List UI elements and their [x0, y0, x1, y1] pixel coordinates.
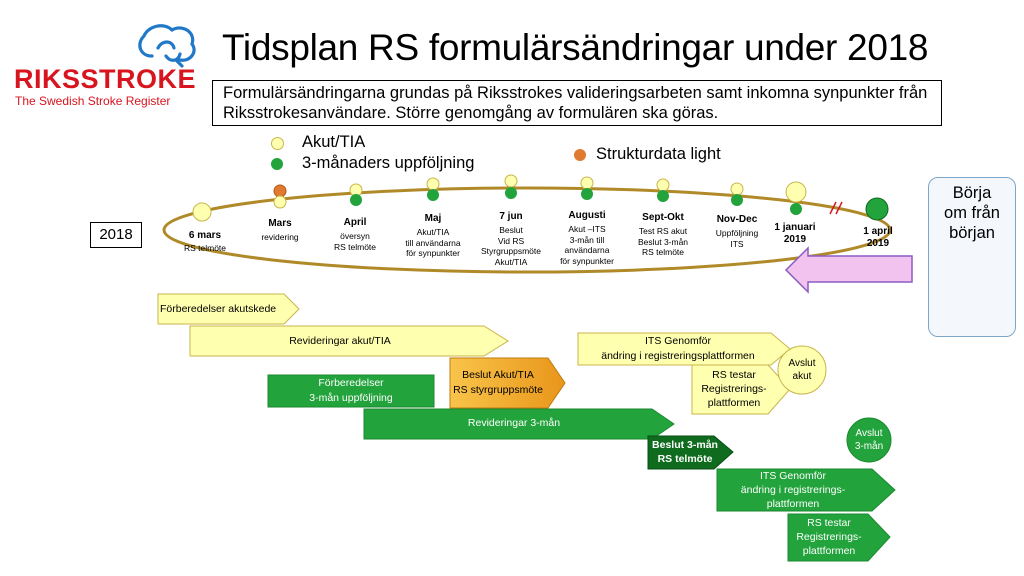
page-title: Tidsplan RS formulärsändringar under 201… — [222, 27, 929, 68]
milestone-marker — [192, 202, 212, 222]
milestone-marker — [350, 194, 362, 206]
task-arrow-shape — [647, 435, 734, 470]
milestone-marker — [580, 176, 594, 190]
brain-icon — [138, 24, 196, 68]
milestone-marker — [505, 187, 517, 199]
milestone-sub: Test RS akut Beslut 3-mån RS telmöte — [637, 226, 689, 257]
task-label: Revideringar 3-mån — [467, 417, 561, 429]
legend-marker-3man — [271, 158, 283, 170]
intro-text: Formulärsändringarna grundas på Riksstro… — [212, 80, 942, 126]
milestone-sub: Akut/TIA till användarna för synpunkter — [405, 227, 461, 258]
milestone-sub: Uppföljning ITS — [715, 228, 759, 249]
milestone-sub: översyn RS telmöte — [333, 231, 377, 252]
milestone-marker — [785, 181, 807, 203]
task-arrow-shape — [691, 364, 791, 415]
task-arrow-shape — [716, 468, 896, 512]
task-arrow-shape — [577, 332, 791, 366]
milestone-markers — [192, 174, 889, 222]
legend-marker-akut — [271, 137, 284, 150]
milestone-head: April — [343, 217, 367, 228]
milestone-head: Augusti — [568, 210, 606, 221]
task-arrow-shape — [787, 513, 891, 562]
milestone-sub: RS telmöte — [183, 243, 227, 253]
riksstroke-logo: RIKSSTROKE The Swedish Stroke Register — [12, 18, 202, 118]
milestone-head: 1 januari 2019 — [774, 222, 816, 245]
milestone-sub: Akut –ITS 3-mån till användarna för synp… — [560, 224, 614, 266]
timeline-ellipse — [162, 186, 892, 274]
legend-label-struktur: Strukturdata light — [596, 145, 721, 163]
milestone-marker — [581, 188, 593, 200]
milestone-marker — [790, 203, 802, 215]
task-label: Förberedelser 3-mån uppföljning — [309, 377, 393, 404]
task-label: RS testar Registrerings- plattformen — [796, 517, 862, 557]
task-label: Revideringar akut/TIA — [289, 335, 391, 347]
milestone-head: 7 jun — [499, 211, 523, 222]
year-label: 2018 — [90, 222, 142, 248]
milestone-marker — [657, 190, 669, 202]
legend-label-akut: Akut/TIA — [302, 133, 366, 151]
milestone-marker — [865, 197, 889, 221]
milestone-marker — [273, 184, 287, 198]
task-label: Beslut Akut/TIA RS styrgruppsmöte — [453, 369, 543, 396]
milestone-head: 1 april 2019 — [863, 226, 893, 249]
task-label: Förberedelser akutskede — [160, 303, 277, 315]
task-arrow-shape — [267, 374, 435, 408]
task-arrow-shape — [189, 325, 509, 357]
milestone-sub: revidering — [261, 232, 299, 242]
milestone-sub: Beslut Vid RS Styrgruppsmöte Akut/TIA — [481, 225, 541, 267]
timeline-break-marks — [829, 201, 843, 215]
task-arrows — [157, 293, 896, 562]
milestone-head: Sept-Okt — [642, 212, 684, 223]
legend-label-3man: 3-månaders uppföljning — [302, 154, 475, 172]
task-label: Avslut 3-mån — [854, 428, 884, 452]
restart-panel — [928, 177, 1016, 337]
task-arrow-shape — [449, 357, 566, 409]
task-label: Beslut 3-mån RS telmöte — [652, 439, 718, 465]
task-arrow-shape — [157, 293, 300, 325]
task-label: ITS Genomför ändring i registrerings- pl… — [740, 470, 846, 510]
milestone-marker — [427, 189, 439, 201]
milestone-head: Mars — [268, 218, 292, 229]
task-circle-shape — [777, 345, 827, 395]
task-label: ITS Genomför ändring i registreringsplat… — [601, 335, 755, 362]
task-circle-shape — [846, 417, 892, 463]
task-arrow-shape — [363, 408, 675, 440]
milestone-marker — [730, 182, 744, 196]
task-label: Avslut akut — [788, 358, 816, 382]
logo-name: RIKSSTROKE — [14, 64, 197, 94]
logo-tagline: The Swedish Stroke Register — [15, 94, 171, 108]
milestone-head: Nov-Dec — [716, 214, 758, 225]
milestone-marker — [426, 177, 440, 191]
back-arrow — [784, 246, 913, 294]
milestone-marker — [273, 195, 287, 209]
task-label: RS testar Registrerings- plattformen — [701, 369, 767, 409]
legend-marker-struktur — [574, 149, 586, 161]
milestone-marker — [504, 174, 518, 188]
restart-label: Börja om från början — [944, 184, 1000, 242]
milestone-head: 6 mars — [188, 230, 222, 241]
milestone-marker — [656, 178, 670, 192]
milestone-marker — [731, 194, 743, 206]
milestone-head: Maj — [424, 213, 442, 224]
